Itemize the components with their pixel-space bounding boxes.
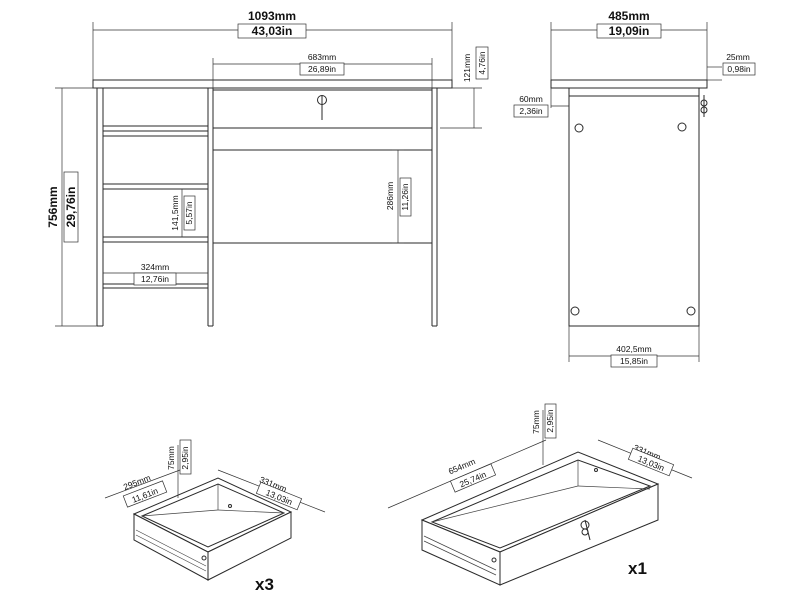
side-drawer-height-in: 5,57in <box>184 201 194 224</box>
width-mm-label: 1093mm <box>248 9 296 23</box>
side-drawer-height-mm: 141,5mm <box>170 195 180 230</box>
leg-depth-in: 15,85in <box>620 356 648 366</box>
setback-in: 2,36in <box>519 106 542 116</box>
width-in-box <box>237 23 307 39</box>
desk-top <box>92 79 453 89</box>
pedestal-drawer-1 <box>102 135 209 185</box>
large-drawer-height-in: 2,95in <box>545 409 555 432</box>
side-drawer-width-in: 12,76in <box>141 274 169 284</box>
knee-height-mm: 286mm <box>385 182 395 210</box>
small-drawer: 75mm 2,95in 295mm 11,61in 331mm 13,03in … <box>104 439 326 594</box>
depth-mm-label: 485mm <box>608 9 649 23</box>
height-in-label: 29,76in <box>64 187 78 228</box>
knee-height-in: 11,26in <box>400 183 410 211</box>
large-drawer-height-mm: 75mm <box>531 410 541 434</box>
top-thickness-in: 0,98in <box>727 64 750 74</box>
small-drawer-quantity: x3 <box>255 575 274 594</box>
drawer-width-in: 26,89in <box>308 64 336 74</box>
large-drawer-lock-icon <box>580 519 591 541</box>
depth-in-label: 19,09in <box>609 24 650 38</box>
small-drawer-height-in: 2,95in <box>180 446 190 469</box>
side-panel <box>568 95 700 327</box>
key-icon <box>700 95 708 117</box>
large-drawer-quantity: x1 <box>628 559 647 578</box>
drawer-width-mm: 683mm <box>308 52 336 62</box>
large-drawer: 75mm 2,95in 654mm 25,74in 331mm 13,03in … <box>387 403 693 586</box>
drawer-height-in: 4,76in <box>477 51 487 74</box>
small-drawer-height-mm: 75mm <box>166 446 176 470</box>
height-mm-label: 756mm <box>46 186 60 227</box>
drawer-height-mm: 121mm <box>462 54 472 82</box>
side-top <box>550 79 708 89</box>
setback-mm: 60mm <box>519 94 543 104</box>
side-drawer-width-mm: 324mm <box>141 262 169 272</box>
front-view: 1093mm 43,03in <box>46 9 489 327</box>
width-in-label: 43,03in <box>252 24 293 38</box>
leg-depth-mm: 402,5mm <box>616 344 651 354</box>
lock-icon <box>317 95 327 120</box>
top-thickness-mm: 25mm <box>726 52 750 62</box>
side-view: 485mm 19,09in 25mm 0,98in 60mm 2,36in <box>513 9 756 368</box>
